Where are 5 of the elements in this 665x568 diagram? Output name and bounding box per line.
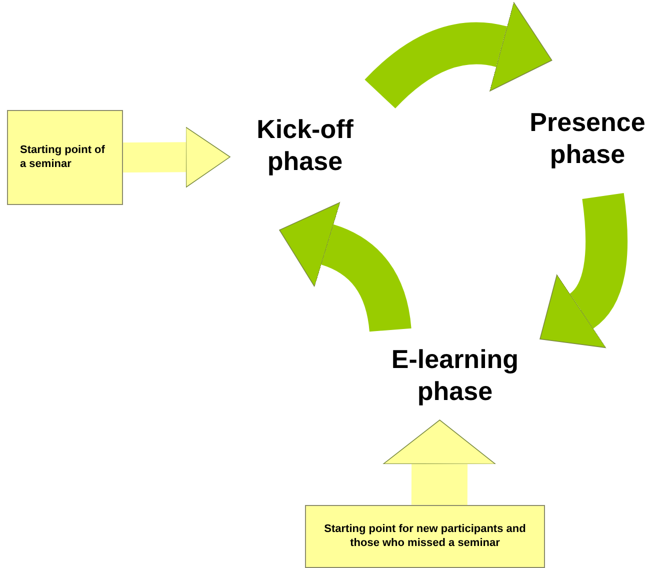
phase-label: Kick-off phase	[230, 60, 380, 230]
phase-label: Presence phase	[510, 80, 665, 196]
callout-box: Starting point of a seminar	[7, 110, 123, 205]
callout-box: Starting point for new participants and those who missed a seminar	[305, 505, 545, 568]
phase-label: E-learning phase	[370, 330, 540, 420]
